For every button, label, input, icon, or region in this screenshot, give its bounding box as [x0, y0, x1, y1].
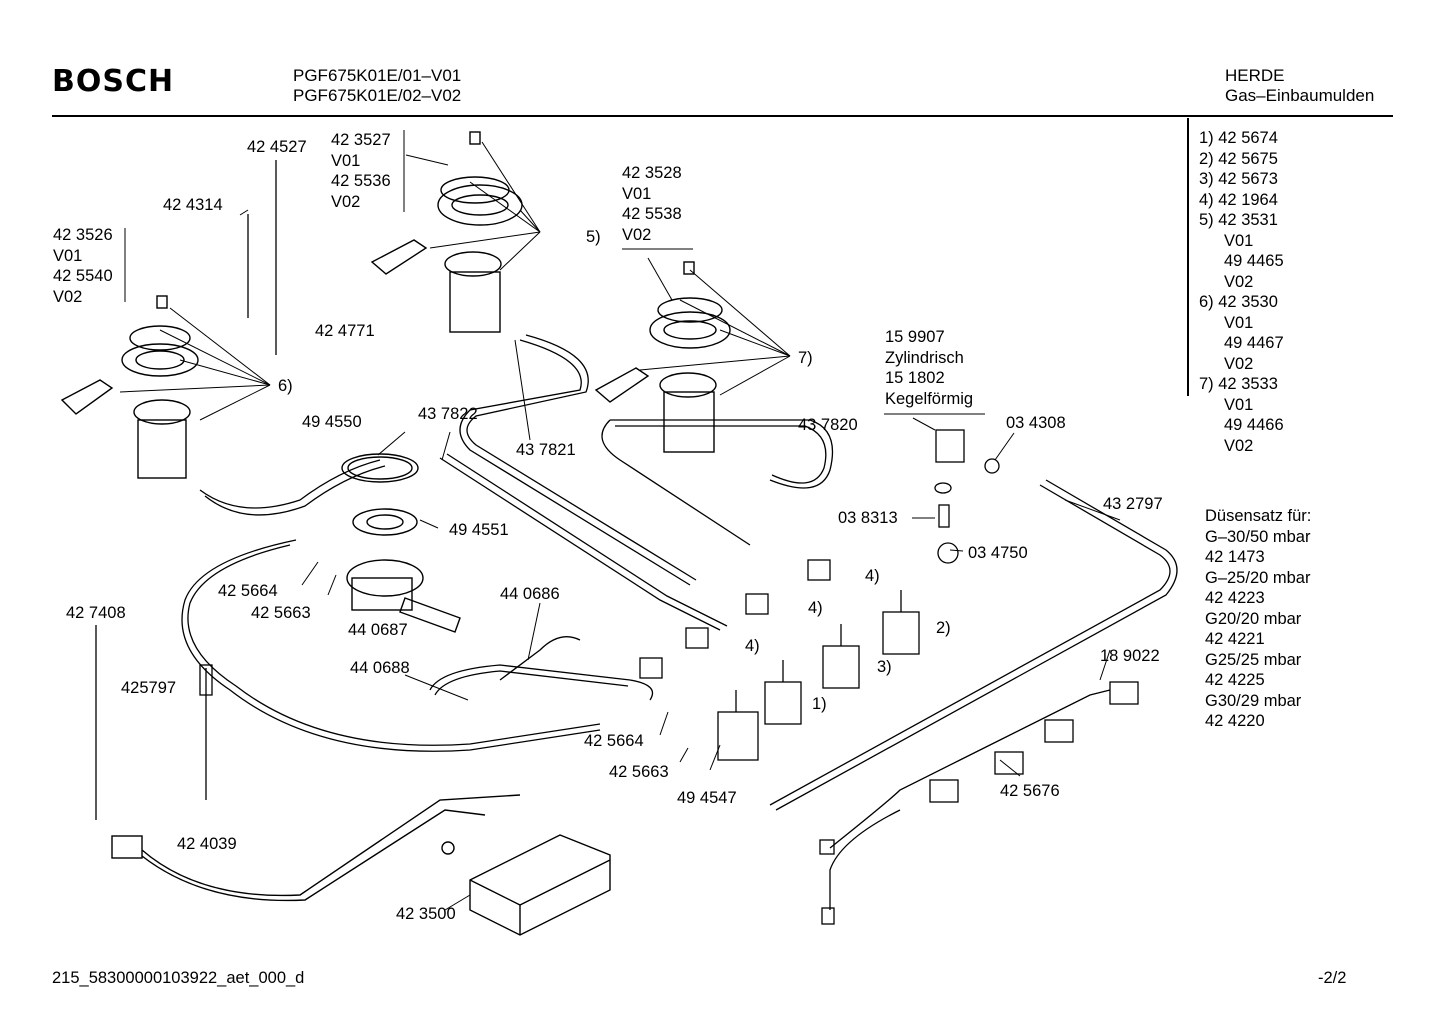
ref-1: 1) — [812, 695, 827, 713]
ignition-module — [111, 794, 611, 936]
label-494547: 49 4547 — [677, 789, 737, 807]
label-494551: 49 4551 — [449, 521, 509, 539]
ref-4-bottom: 4) — [745, 637, 760, 655]
ref-2: 2) — [936, 619, 951, 637]
parts-legend: 1) 42 5674 2) 42 5675 3) 42 5673 4) 42 1… — [1199, 128, 1284, 456]
label-424771: 42 4771 — [315, 322, 375, 340]
legend-item: V01 — [1224, 313, 1254, 332]
label-440688: 44 0688 — [350, 659, 410, 677]
model-line-1: PGF675K01E/01–V01 — [293, 66, 462, 85]
legend-item: V01 — [1224, 395, 1254, 414]
legend-item: 2) 42 5675 — [1199, 149, 1278, 168]
burner-wok — [341, 453, 461, 633]
label-437820: 43 7820 — [798, 416, 858, 434]
brand-logo: BOSCH — [52, 64, 175, 99]
label-424039: 42 4039 — [177, 835, 237, 853]
subcategory: Gas–Einbaumulden — [1225, 86, 1375, 105]
label-425797: 425797 — [121, 679, 177, 697]
label-burner-right-ring: 42 3528 V01 42 5538 V02 — [622, 164, 682, 244]
label-424314: 42 4314 — [163, 196, 223, 214]
label-burner-mid-ring: 42 3527 V01 42 5536 V02 — [331, 131, 391, 211]
gas-pipes — [181, 334, 1178, 811]
label-440686: 44 0686 — [500, 585, 560, 603]
legend-item: 49 4467 — [1224, 334, 1284, 352]
leader-lines — [119, 130, 1121, 911]
legend-item: 1) 42 5674 — [1199, 129, 1278, 147]
category: HERDE — [1225, 66, 1285, 85]
burner-left — [60, 295, 199, 479]
legend-item: 7) 42 3533 — [1199, 375, 1278, 393]
label-425663-left: 42 5663 — [251, 604, 311, 622]
legend-item: 6) 42 3530 — [1199, 293, 1278, 311]
label-425676: 42 5676 — [1000, 782, 1060, 800]
label-425663-right: 42 5663 — [609, 763, 669, 781]
document-code: 215_58300000103922_aet_000_d — [52, 969, 305, 987]
thermocouples — [95, 160, 277, 820]
legend-item: 49 4465 — [1224, 252, 1284, 270]
model-line-2: PGF675K01E/02–V02 — [293, 86, 462, 105]
burner-mid — [370, 131, 523, 333]
legend-item: V02 — [1224, 272, 1254, 291]
label-425664-left: 42 5664 — [218, 582, 278, 600]
label-nozzle-types: 15 9907 Zylindrisch 15 1802 Kegelförmig — [885, 328, 974, 408]
legend-item: 3) 42 5673 — [1199, 170, 1278, 188]
ref-5: 5) — [586, 228, 601, 246]
label-038313: 03 8313 — [838, 509, 898, 527]
label-437821: 43 7821 — [516, 441, 576, 459]
ignition-harness — [819, 681, 1139, 925]
label-437822: 43 7822 — [418, 405, 478, 423]
page-number: -2/2 — [1318, 969, 1347, 987]
ref-4-top: 4) — [865, 567, 880, 585]
legend-item: 4) 42 1964 — [1199, 190, 1278, 209]
ref-7: 7) — [798, 349, 813, 367]
label-494550: 49 4550 — [302, 413, 362, 431]
ref-4-middle: 4) — [808, 599, 823, 617]
label-427408: 42 7408 — [66, 604, 126, 622]
legend-item: 49 4466 — [1224, 416, 1284, 434]
label-440687: 44 0687 — [348, 621, 408, 639]
ref-3: 3) — [877, 658, 892, 676]
legend-item: V02 — [1224, 436, 1254, 455]
label-423500: 42 3500 — [396, 905, 456, 923]
label-burner-left-ring: 42 3526 V01 42 5540 V02 — [53, 226, 113, 306]
burner-right — [594, 261, 731, 453]
label-189022: 18 9022 — [1100, 647, 1160, 665]
label-432797: 43 2797 — [1103, 495, 1163, 513]
gas-valves — [717, 590, 920, 761]
legend-item: V02 — [1224, 354, 1254, 373]
label-034308: 03 4308 — [1006, 414, 1066, 432]
legend-item: V01 — [1224, 231, 1254, 250]
fittings — [639, 429, 1000, 679]
label-424527: 42 4527 — [247, 138, 307, 156]
label-034750: 03 4750 — [968, 544, 1028, 562]
legend-item: 5) 42 3531 — [1199, 211, 1278, 229]
nozzle-set-list: Düsensatz für: G–30/50 mbar 42 1473 G–25… — [1205, 507, 1312, 730]
label-425664-right: 42 5664 — [584, 732, 644, 750]
ref-6: 6) — [278, 377, 293, 395]
